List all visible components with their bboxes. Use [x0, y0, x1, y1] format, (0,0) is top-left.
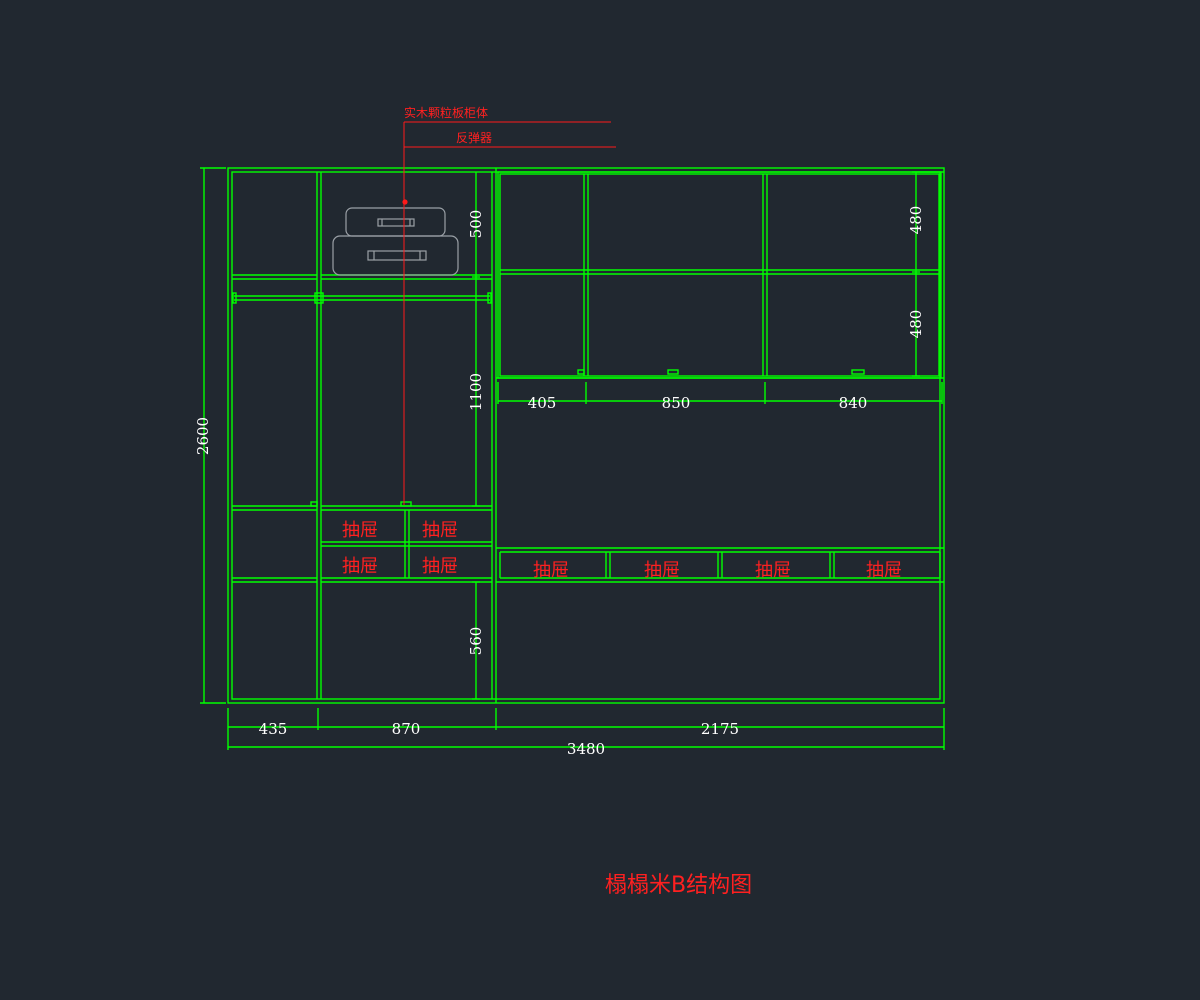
dim-overall-width: 3480: [567, 740, 605, 758]
drawer-label: 抽屉: [422, 556, 458, 577]
dim-right-height-2: 480: [907, 310, 925, 339]
dim-mid-height-3: 560: [467, 627, 485, 656]
dim-upper-width-1: 405: [528, 394, 557, 412]
right-section: [496, 171, 944, 583]
suitcase-icon: [332, 207, 459, 276]
dim-right-height-1: 480: [907, 206, 925, 235]
callout-cabinet-material: 实木颗粒板柜体: [404, 105, 488, 120]
dim-overall-height: 2600: [194, 417, 212, 455]
cabinet-frame: [227, 167, 945, 704]
dimension-lines: [200, 167, 945, 750]
drawer-label: 抽屉: [533, 560, 569, 581]
drawer-label: 抽屉: [342, 520, 378, 541]
drawer-label: 抽屉: [644, 560, 680, 581]
dim-bottom-width-3: 2175: [701, 720, 739, 738]
callout-leaders: [402, 121, 616, 505]
callout-bumper: 反弹器: [456, 131, 492, 145]
drawer-label: 抽屉: [342, 556, 378, 577]
dim-bottom-width-2: 870: [392, 720, 421, 738]
dim-upper-width-2: 850: [662, 394, 691, 412]
dim-mid-height-1: 500: [467, 210, 485, 239]
drawer-labels: 抽屉 抽屉 抽屉 抽屉 抽屉 抽屉 抽屉 抽屉: [342, 520, 902, 581]
drawer-label: 抽屉: [755, 560, 791, 581]
dim-bottom-width-1: 435: [259, 720, 288, 738]
dim-upper-width-3: 840: [839, 394, 868, 412]
drawer-label: 抽屉: [422, 520, 458, 541]
drawer-label: 抽屉: [866, 560, 902, 581]
left-column: [232, 274, 317, 583]
dim-mid-height-2: 1100: [467, 373, 485, 411]
drawing-title: 榻榻米B结构图: [605, 873, 752, 898]
